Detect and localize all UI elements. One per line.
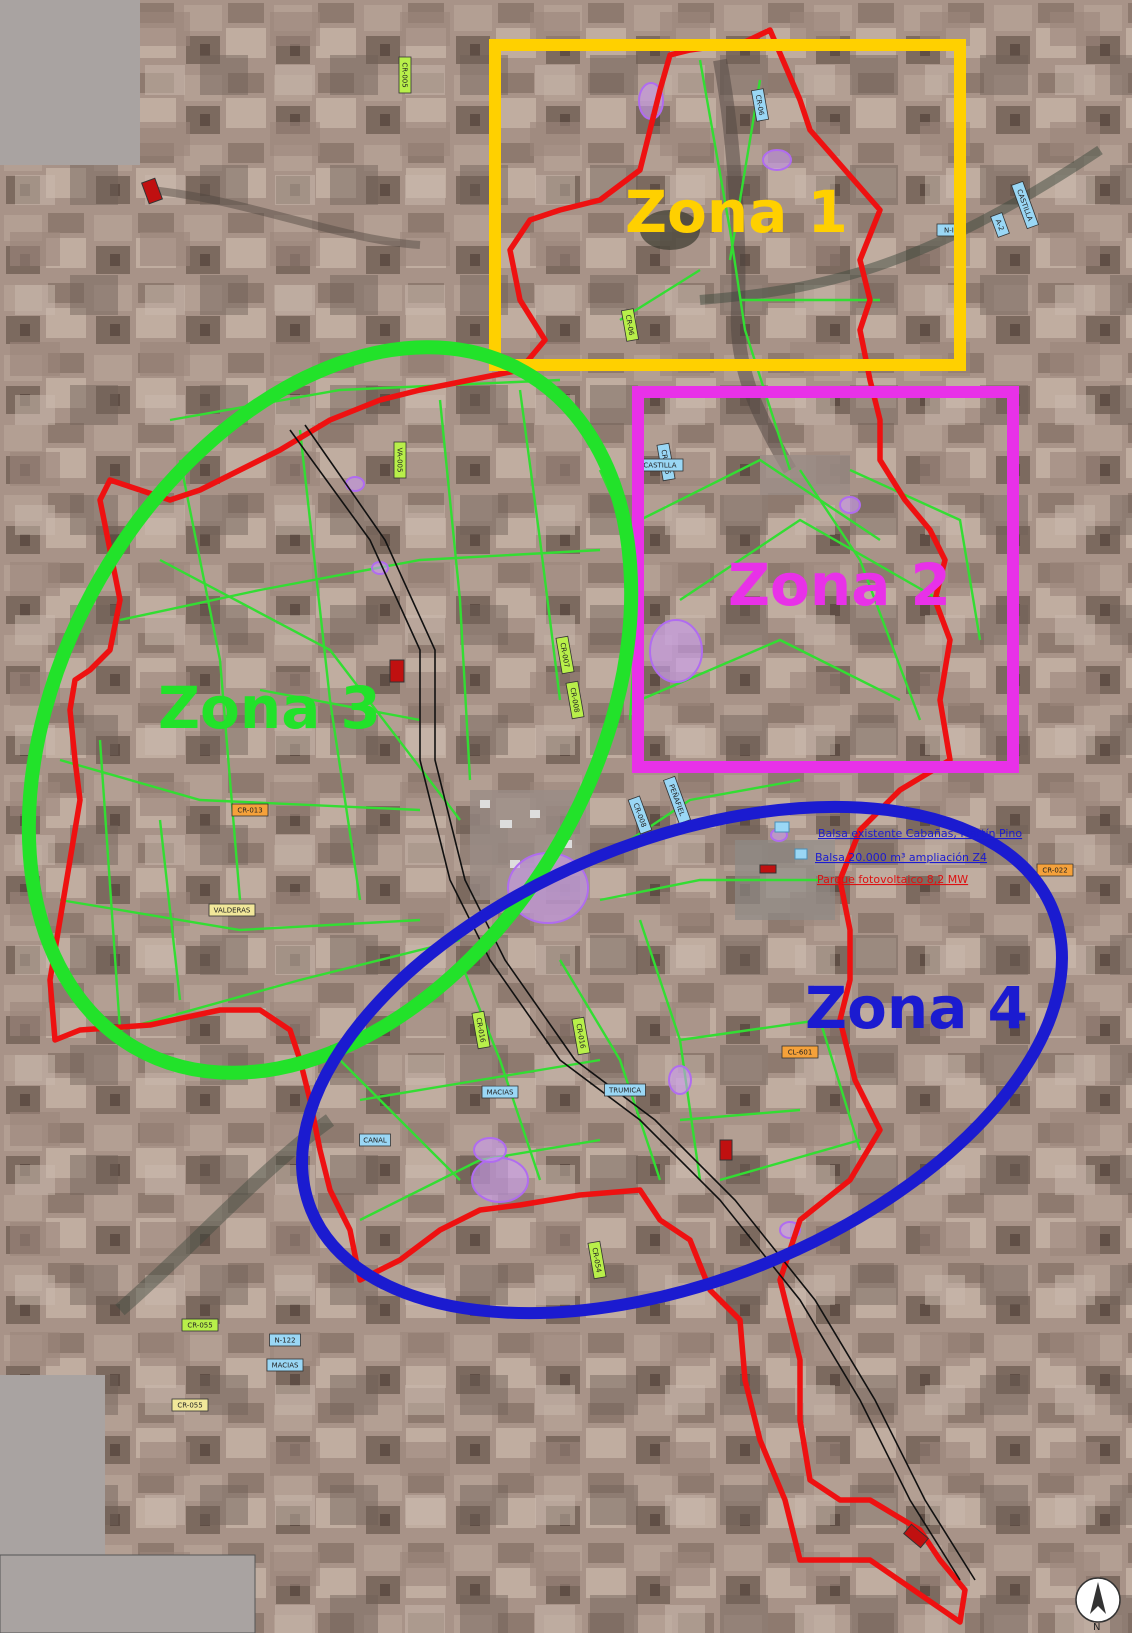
map-margin-top-left: [0, 0, 140, 165]
road-tag: CR-005: [398, 56, 412, 94]
zone-4-ellipse: [296, 800, 1068, 1320]
river-west: [149, 186, 421, 249]
road-tag: CR-022: [1036, 863, 1074, 877]
road-tag: CR-06: [620, 308, 640, 342]
legend-parque-fotovoltaico: Parque fotovoltaico 8,2 MW: [817, 873, 968, 886]
road-tag-label: CR-055: [187, 1322, 212, 1330]
road-tag: N-122: [269, 1333, 301, 1347]
road-tag-label: MACIAS: [272, 1362, 299, 1370]
municipal-boundary: [47, 27, 968, 1625]
road-tag-label: CR-06: [754, 94, 766, 117]
road-tag-label: N-II: [944, 227, 956, 235]
north-label: N: [1093, 1622, 1100, 1633]
road-tag-label: TRUMICA: [608, 1087, 641, 1095]
road-tag-label: A-2: [994, 218, 1005, 232]
north-arrow-icon: N: [1075, 1577, 1121, 1633]
road-tag: CR-06: [750, 88, 770, 122]
road-tag: CASTILLA: [636, 458, 684, 472]
road-tag-label: CASTILLA: [643, 462, 676, 470]
map-annotations: Balsa existente Cabañas, Martín Pino Bal…: [774, 821, 1022, 886]
road-tag-label: CR-055: [177, 1402, 202, 1410]
road-tag: MACIAS: [481, 1085, 519, 1099]
village-area: [760, 455, 850, 495]
road-tag: VA-005: [393, 441, 407, 479]
road-tag-label: VA-005: [396, 448, 404, 473]
road-tag: CR-008: [565, 680, 585, 720]
road-tag: CR-016: [471, 1010, 491, 1050]
road-tag-label: CL-601: [788, 1049, 813, 1057]
road-tag: A-2: [990, 212, 1010, 238]
road-tag-label: CR-013: [237, 807, 262, 815]
road-tag: CR-013: [231, 803, 269, 817]
zone-3-ellipse: [21, 340, 639, 1080]
road-tag: CR-054: [587, 1240, 607, 1280]
river-east: [699, 145, 1103, 305]
zone-2-label: Zona 2: [728, 551, 951, 619]
road-tag-label: CR-06: [624, 314, 636, 337]
legend-balsa-20000: Balsa 20.000 m³ ampliación Z4: [815, 851, 987, 864]
zone-4-label: Zona 4: [805, 974, 1028, 1042]
road-tag: CANAL: [359, 1133, 391, 1147]
dark-patch: [640, 210, 700, 250]
road-tag-label: N-122: [274, 1337, 295, 1345]
road-tag: MACIAS: [266, 1358, 304, 1372]
road-tag-label: CANAL: [363, 1137, 387, 1145]
road-tag-label: MACIAS: [487, 1089, 514, 1097]
road-tag: CR-055: [181, 1318, 219, 1332]
road-tag: TRUMICA: [604, 1083, 646, 1097]
facility-markers: [141, 177, 929, 1549]
road-tag-label: CR-022: [1042, 867, 1067, 875]
zone-1-frame: [489, 39, 966, 371]
road-tag-label: CR-005: [401, 62, 409, 87]
zone-1-label: Zona 1: [625, 178, 848, 246]
road-tag-label: VALDERAS: [214, 907, 251, 915]
map-inset-box: [0, 1554, 256, 1633]
road-tag: CL-601: [781, 1045, 819, 1059]
zone-3-label: Zona 3: [158, 674, 381, 742]
road-tag: VALDERAS: [208, 903, 256, 917]
legend-balsa-existente: Balsa existente Cabañas, Martín Pino: [818, 827, 1022, 840]
zone-2-frame: [632, 386, 1019, 773]
road-tag: CR-007: [555, 635, 575, 675]
road-tag: CR-055: [171, 1398, 209, 1412]
road-tag: CR-016: [571, 1016, 591, 1056]
river-valley: [713, 58, 797, 474]
railway: [289, 424, 976, 1581]
